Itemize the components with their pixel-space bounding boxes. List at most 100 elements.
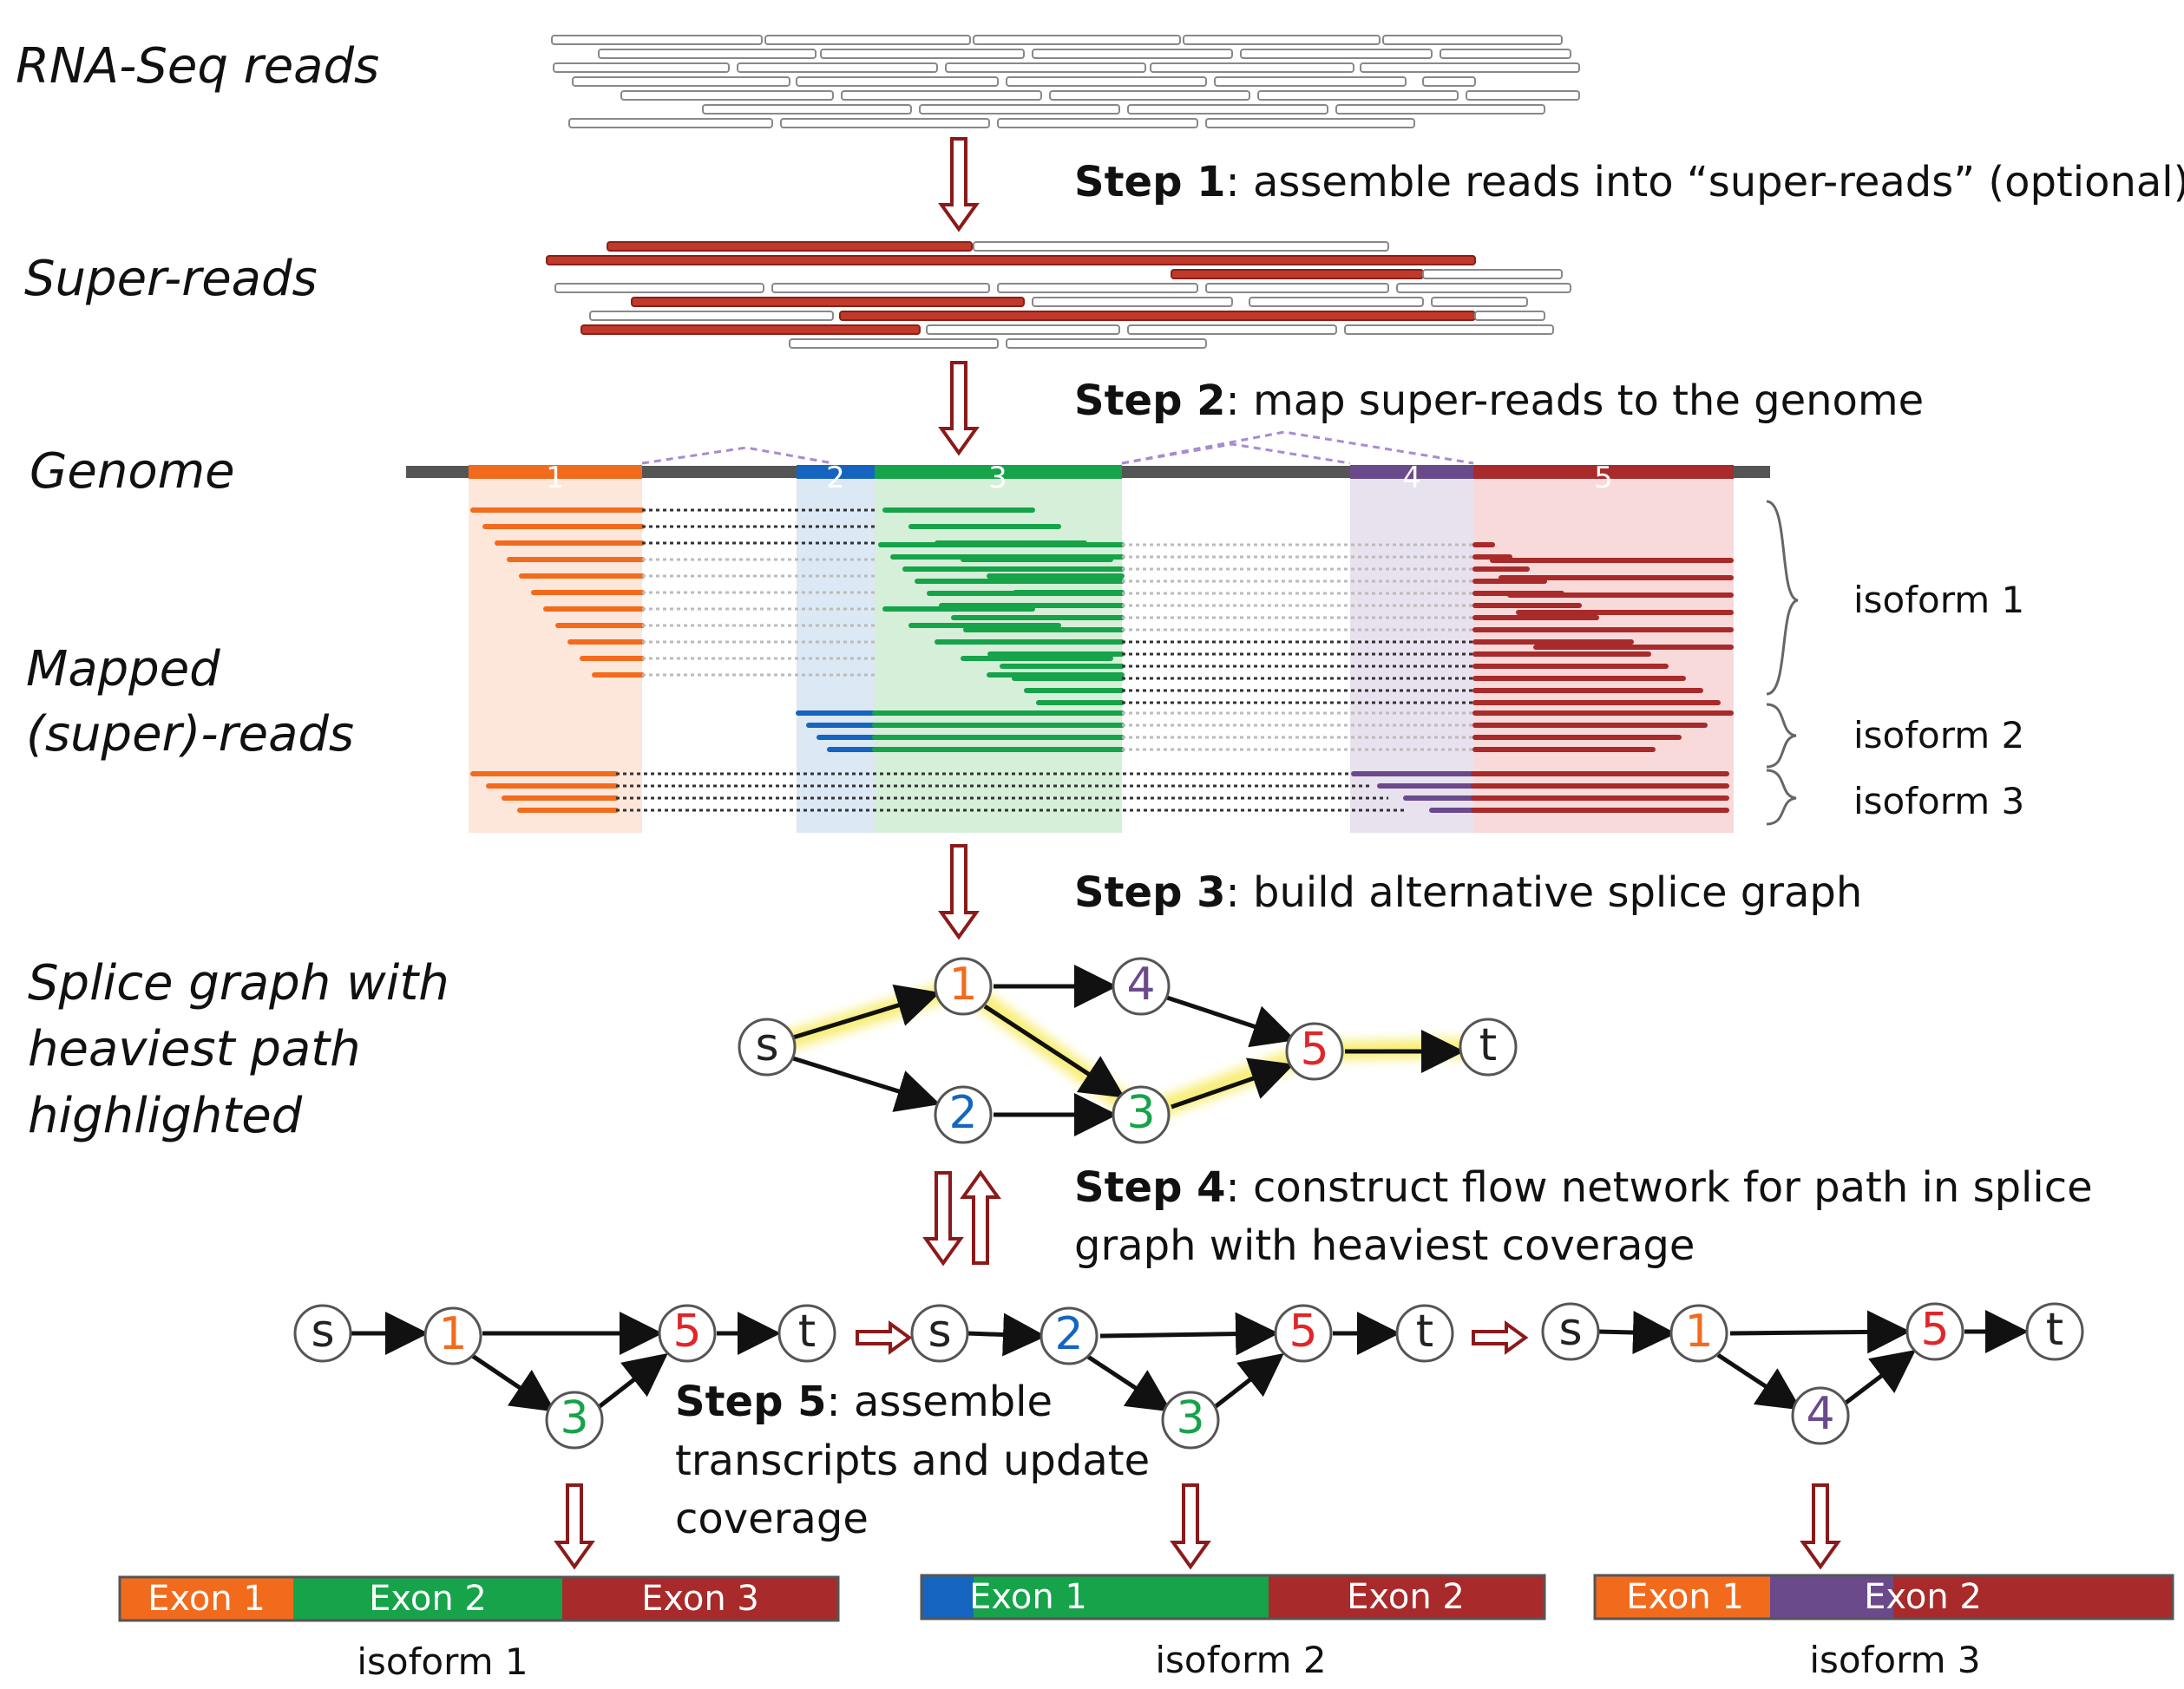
t2-exon2-bar xyxy=(1269,1575,1545,1619)
network-transition-arrow-2 xyxy=(1472,1320,1529,1355)
rna-read-3-4 xyxy=(1422,76,1476,87)
rna-read-1-2 xyxy=(1032,49,1233,59)
super-read-4-3 xyxy=(1431,297,1528,307)
super-read-5-1 xyxy=(839,311,1476,321)
rna-read-0-1 xyxy=(764,35,971,45)
svg-text:1: 1 xyxy=(438,1308,467,1360)
step2-text: Step 2: map super-reads to the genome xyxy=(1074,376,1924,425)
step4-desc: : construct flow network for path in spl… xyxy=(1226,1163,2093,1212)
super-read-6-3 xyxy=(1344,324,1554,335)
edge-1-3 xyxy=(983,1004,1125,1098)
fn1-node-5: 5 xyxy=(658,1304,717,1363)
rna-read-4-0 xyxy=(620,90,834,101)
fn1-node-1: 1 xyxy=(423,1306,482,1365)
svg-text:4: 4 xyxy=(1806,1388,1834,1440)
splice-graph: s 1 2 3 4 5 t xyxy=(738,957,1518,1144)
fn2-node-3: 3 xyxy=(1161,1391,1220,1450)
edge-4-5 xyxy=(1166,995,1296,1048)
mapped-label-2: (super)-reads xyxy=(26,706,354,763)
t1-exon3-bar xyxy=(562,1577,838,1620)
exon4-shade xyxy=(1350,468,1473,833)
rna-read-1-1 xyxy=(820,49,1025,59)
splice-node-5: 5 xyxy=(1285,1022,1344,1081)
splice-node-t: t xyxy=(1459,1018,1518,1077)
rna-read-6-3 xyxy=(1205,118,1415,128)
super-read-3-0 xyxy=(554,283,764,293)
super-read-0-1 xyxy=(973,241,1389,252)
brace-label-isoform1: isoform 1 xyxy=(1853,579,2024,621)
transcript-isoform-2: Exon 1 Exon 2 isoform 2 xyxy=(920,1574,1546,1681)
brace-label-isoform2: isoform 2 xyxy=(1853,714,2024,756)
rna-read-5-1 xyxy=(919,104,1120,115)
t1-exon3-label: Exon 3 xyxy=(641,1579,759,1619)
brace-3 xyxy=(1766,769,1797,826)
rna-read-0-3 xyxy=(1183,35,1381,45)
fn3-edge-1-4 xyxy=(1716,1352,1802,1411)
fn3-node-s: s xyxy=(1541,1302,1600,1361)
rna-read-4-1 xyxy=(841,90,1042,101)
fn1-node-s: s xyxy=(293,1304,352,1363)
fn2-edge-s-2 xyxy=(967,1313,1046,1357)
isoform2-arrow xyxy=(1170,1483,1211,1570)
t3-exon1-label: Exon 1 xyxy=(1626,1577,1744,1617)
rna-read-0-0 xyxy=(551,35,763,45)
edge-s-1 xyxy=(792,984,941,1040)
rna-read-2-2 xyxy=(945,62,1146,73)
fn3-node-t: t xyxy=(2025,1302,2084,1361)
t1-exon2-label: Exon 2 xyxy=(369,1579,487,1619)
rna-read-2-1 xyxy=(737,62,938,73)
svg-text:t: t xyxy=(2046,1304,2063,1356)
step5-bold: Step 5 xyxy=(675,1378,827,1426)
super-read-3-2 xyxy=(997,283,1198,293)
fn2-edge-3-5 xyxy=(1213,1352,1284,1409)
fn2-node-5: 5 xyxy=(1274,1304,1333,1363)
super-read-2-0 xyxy=(1171,269,1424,279)
step4-bold: Step 4 xyxy=(1074,1163,1226,1212)
isoform-braces: isoform 1 isoform 2 isoform 3 xyxy=(1766,500,2024,826)
rna-read-4-4 xyxy=(1466,90,1580,101)
step5-text: Step 5: assemble xyxy=(675,1378,1053,1426)
fn1-node-3: 3 xyxy=(545,1391,604,1450)
mapped-reads xyxy=(470,507,1734,813)
super-read-1-0 xyxy=(546,255,1476,265)
step1-desc: : assemble reads into “super-reads” (opt… xyxy=(1226,158,2184,206)
rna-read-6-0 xyxy=(568,118,773,128)
exon2-shade xyxy=(797,468,875,833)
step2-bold: Step 2 xyxy=(1074,376,1226,425)
fn1-edge-1-3 xyxy=(469,1352,556,1412)
step5-desc: : assemble xyxy=(827,1378,1053,1426)
brace-1 xyxy=(1766,500,1799,696)
flow-network-2: s 2 3 5 t xyxy=(910,1304,1454,1450)
svg-text:1: 1 xyxy=(948,959,977,1011)
super-read-7-0 xyxy=(789,338,999,349)
rna-seq-reads-label: RNA-Seq reads xyxy=(16,38,379,95)
super-read-5-2 xyxy=(1474,311,1545,321)
step1-bold: Step 1 xyxy=(1074,158,1226,206)
step2-desc: : map super-reads to the genome xyxy=(1226,376,1925,425)
transcript-isoform-3: Exon 1 Exon 2 isoform 3 xyxy=(1593,1574,2174,1681)
flow-network-3: s 1 4 5 t xyxy=(1541,1302,2084,1445)
svg-text:2: 2 xyxy=(948,1087,977,1139)
step1-text: Step 1: assemble reads into “super-reads… xyxy=(1074,158,2184,206)
intron-arc-3 xyxy=(1121,442,1351,465)
t2-isoform-label: isoform 2 xyxy=(1155,1639,1326,1681)
super-read-4-2 xyxy=(1249,297,1424,307)
rna-read-3-0 xyxy=(572,76,790,87)
svg-text:s: s xyxy=(1558,1304,1582,1356)
rna-read-5-2 xyxy=(1127,104,1328,115)
splice-node-4: 4 xyxy=(1112,957,1171,1016)
svg-text:5: 5 xyxy=(1920,1304,1949,1356)
step3-arrow xyxy=(938,844,980,940)
intron-arc-2 xyxy=(1121,430,1474,465)
step2-arrow xyxy=(938,361,980,456)
t3-exon2-purple-bar xyxy=(1770,1575,1893,1619)
genome-exon-label-4: 4 xyxy=(1402,461,1421,495)
svg-text:5: 5 xyxy=(1289,1306,1317,1358)
super-read-4-1 xyxy=(1032,297,1233,307)
genome-exon-5 xyxy=(1473,465,1734,479)
network-transition-arrow-1 xyxy=(856,1320,913,1355)
t2-exon1-blue-bar xyxy=(921,1575,974,1619)
fn3-node-5: 5 xyxy=(1905,1302,1964,1361)
t2-exon1-label: Exon 1 xyxy=(969,1577,1087,1617)
